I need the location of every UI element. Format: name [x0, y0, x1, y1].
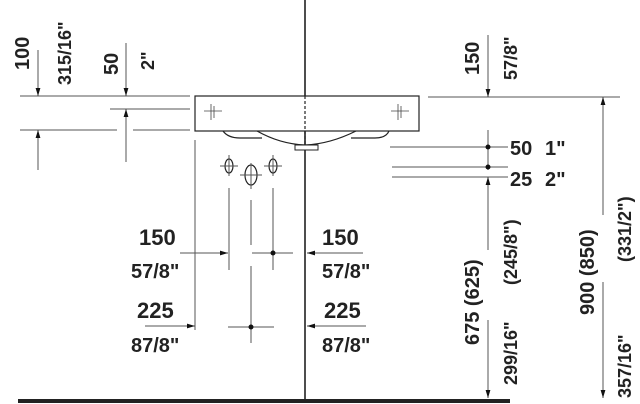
dim-pipe-50-inch: 1" — [545, 138, 566, 160]
drain-hole-markers — [220, 155, 293, 343]
dim-pipe-25-mm: 25 — [510, 169, 532, 191]
dim-center-225-inch: 87/8" — [322, 335, 370, 357]
dim-900-inch: 357/16" — [615, 334, 635, 398]
dim-100-mm: 100 — [12, 37, 34, 70]
dim-left-225-mm: 225 — [137, 298, 174, 323]
dim-50-mm: 50 — [101, 53, 123, 75]
dim-150-top-inch: 57/8" — [501, 36, 521, 80]
dim-900-mm: 900 (850) — [577, 229, 599, 315]
dim-675-inch: 299/16" — [501, 321, 521, 385]
dim-center-150-inch: 57/8" — [322, 261, 370, 283]
tap-hole-icon-left — [204, 104, 222, 120]
dim-center-150-mm: 150 — [322, 225, 359, 250]
dim-675-mm: 675 (625) — [462, 259, 484, 345]
dim-50-inch: 2" — [138, 51, 158, 70]
dim-850-inch: (331/2") — [615, 196, 635, 262]
dim-pipe-25-inch: 2" — [545, 169, 566, 191]
dim-left-150-mm: 150 — [139, 225, 176, 250]
dim-left-150-inch: 57/8" — [131, 261, 179, 283]
dim-pipe-50-mm: 50 — [510, 138, 532, 160]
dim-100-inch: 315/16" — [55, 21, 75, 85]
dim-center-225-mm: 225 — [324, 298, 361, 323]
dim-150-top-mm: 150 — [462, 42, 484, 75]
washbasin-outline — [194, 95, 420, 151]
dim-625-inch: (245/8") — [501, 219, 521, 285]
tap-hole-icon-right — [391, 104, 409, 120]
dim-left-225-inch: 87/8" — [131, 335, 179, 357]
